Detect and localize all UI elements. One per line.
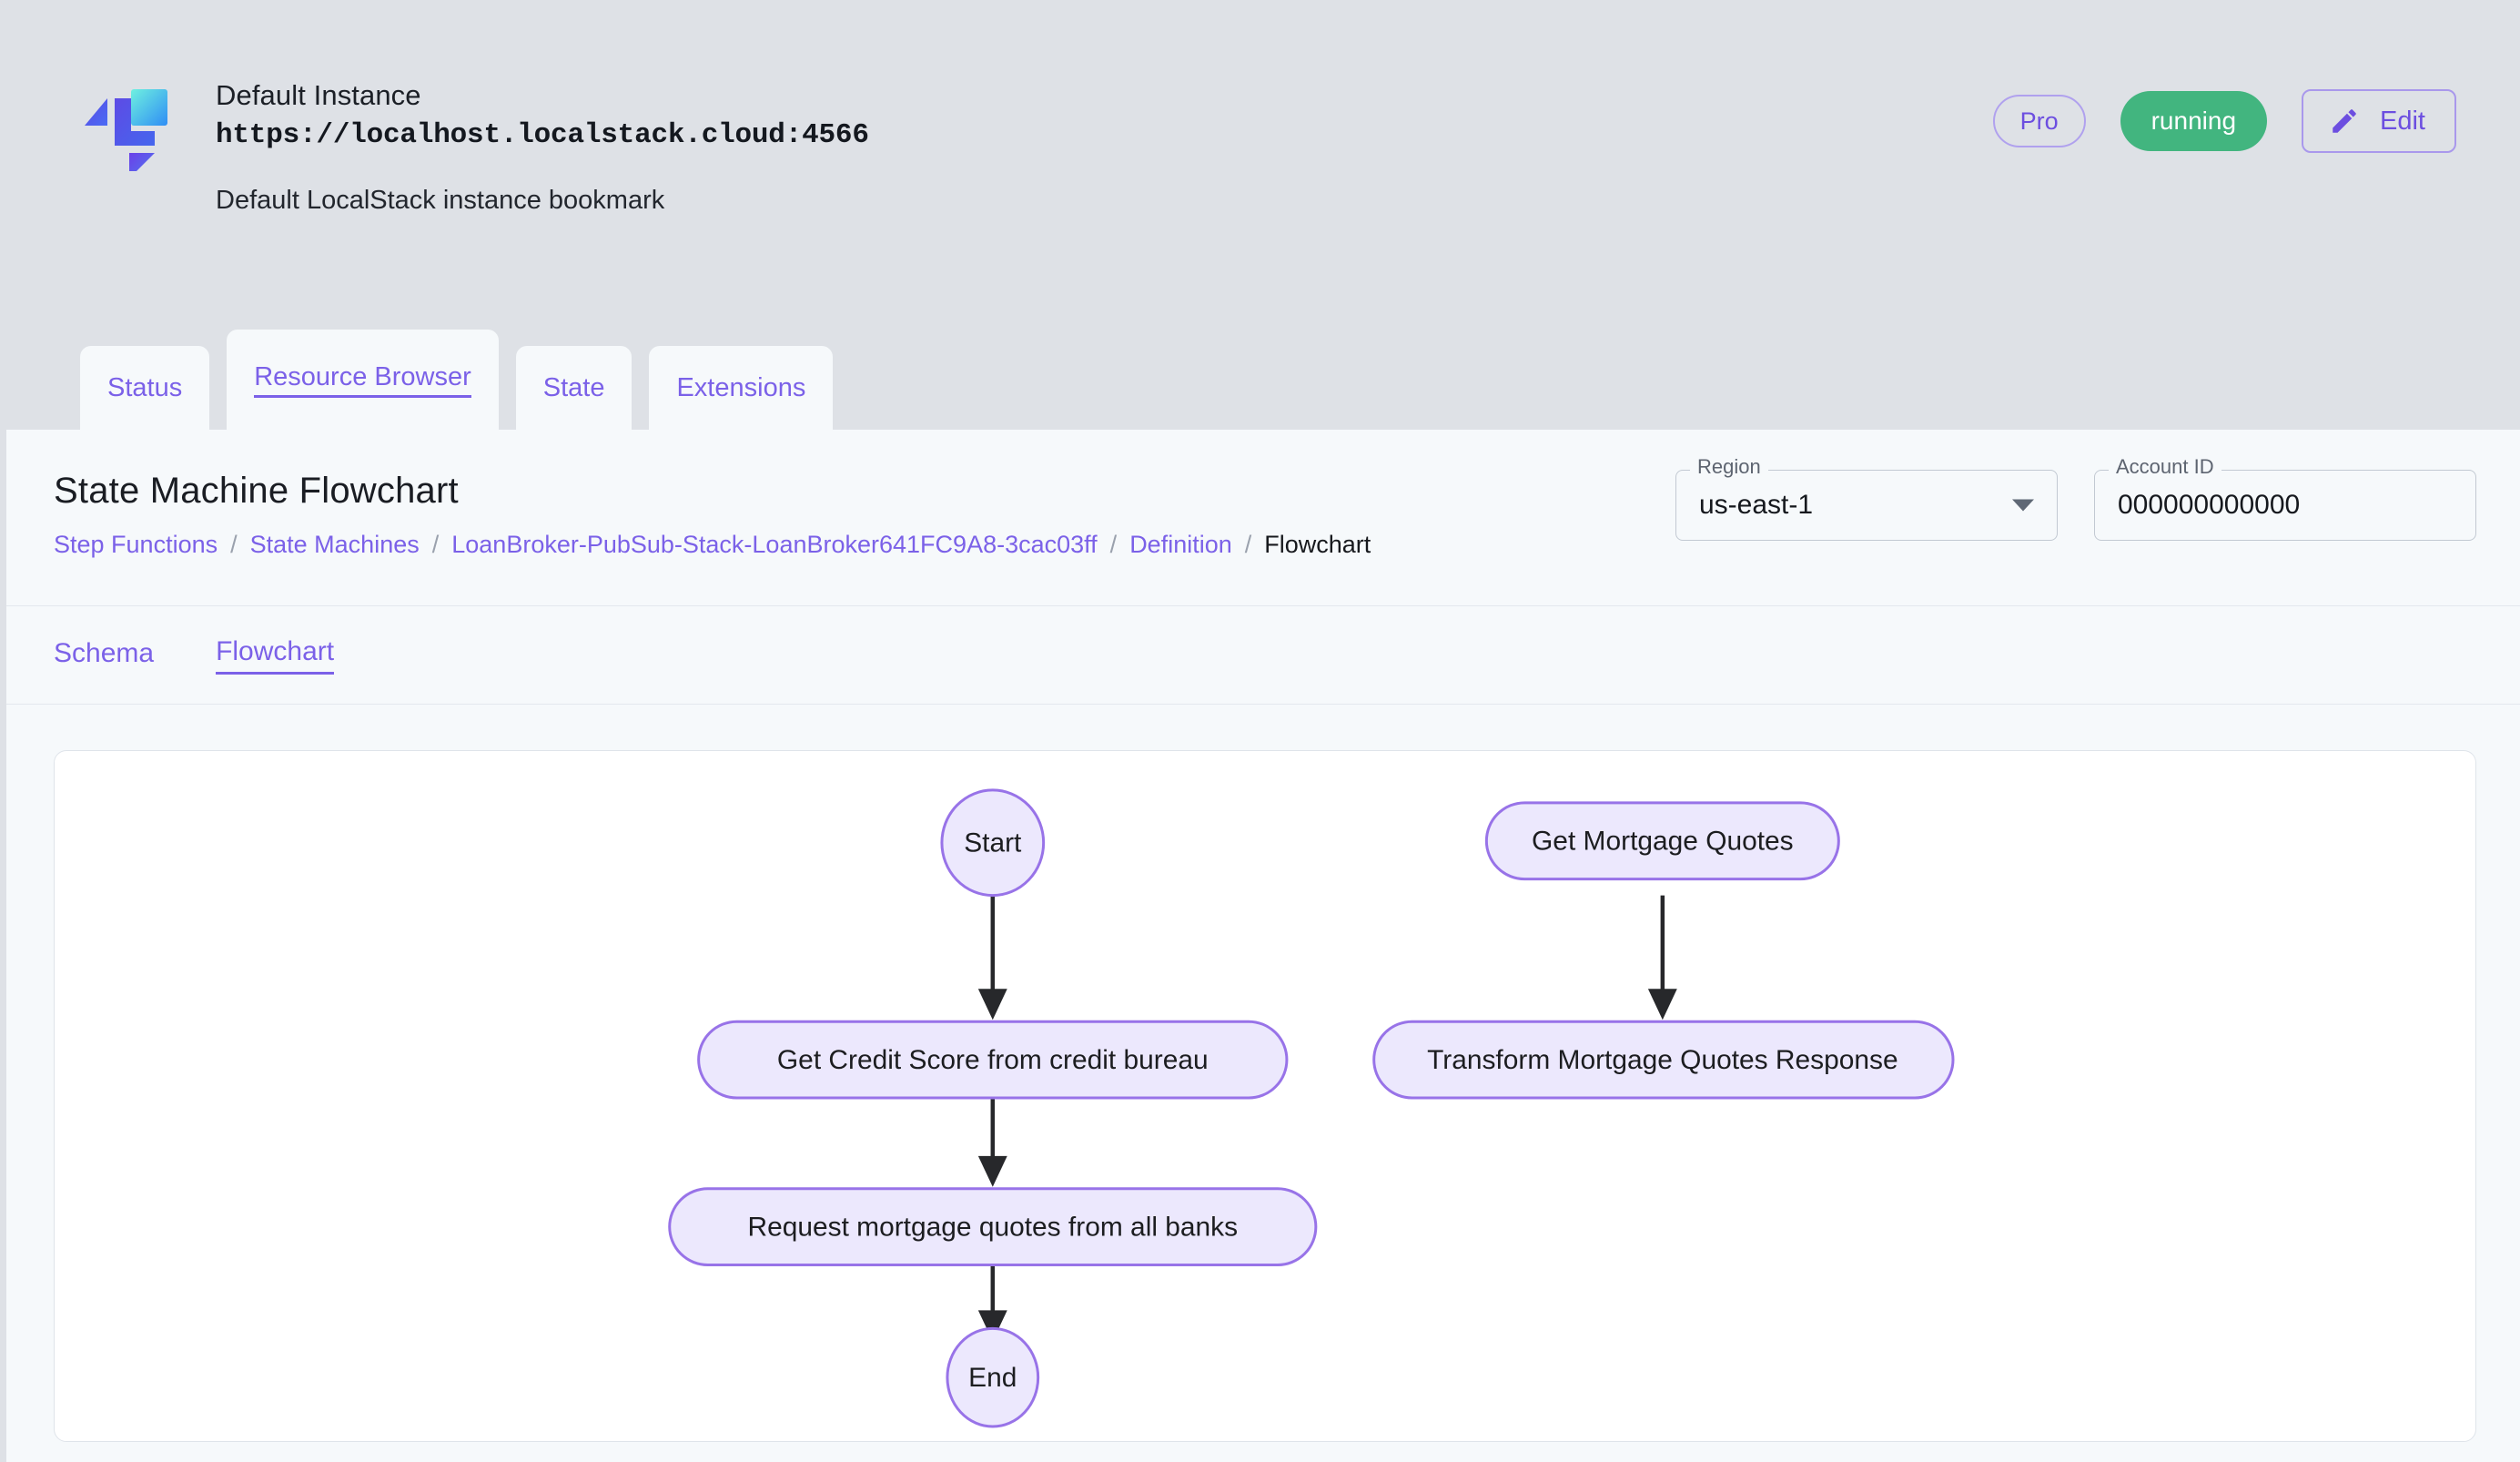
breadcrumb: Step Functions / State Machines / LoanBr…	[54, 529, 1371, 561]
instance-header: Default Instance https://localhost.local…	[0, 0, 2520, 430]
breadcrumb-item-flowchart: Flowchart	[1264, 531, 1371, 558]
subtab-flowchart[interactable]: Flowchart	[216, 635, 335, 675]
flowchart-node-request-mortgage-quotes[interactable]: Request mortgage quotes from all banks	[668, 1187, 1318, 1267]
flowchart-card-wrapper: Start Get Credit Score from credit burea…	[6, 705, 2520, 1442]
definition-subtabs: Schema Flowchart	[6, 606, 2520, 705]
region-account-selectors: Region us-east-1 Account ID 000000000000	[1675, 457, 2476, 541]
flowchart-node-end-label: End	[968, 1363, 1017, 1393]
edge-arrowhead	[977, 1310, 1007, 1342]
edit-button-label: Edit	[2380, 106, 2425, 136]
tab-state-label: State	[542, 372, 605, 402]
flowchart-node-transform-mortgage-quotes-response-label: Transform Mortgage Quotes Response	[1427, 1045, 1898, 1075]
header-actions: Pro running Edit	[1992, 71, 2456, 153]
flowchart-node-get-credit-score[interactable]: Get Credit Score from credit bureau	[697, 1020, 1289, 1100]
flowchart-card: Start Get Credit Score from credit burea…	[54, 750, 2476, 1442]
flowchart-node-request-mortgage-quotes-label: Request mortgage quotes from all banks	[747, 1213, 1238, 1243]
flowchart-node-get-credit-score-label: Get Credit Score from credit bureau	[777, 1045, 1209, 1075]
page-title: State Machine Flowchart	[54, 471, 459, 511]
breadcrumb-separator: /	[1109, 531, 1118, 558]
region-select[interactable]: Region us-east-1	[1675, 457, 2058, 541]
edge-arrowhead	[977, 1155, 1007, 1187]
flowchart-node-get-mortgage-quotes-label: Get Mortgage Quotes	[1532, 827, 1794, 857]
page-subheader: State Machine Flowchart Step Functions /…	[6, 430, 2520, 606]
content-panel: State Machine Flowchart Step Functions /…	[6, 430, 2520, 1462]
state-machine-flowchart[interactable]: Start Get Credit Score from credit burea…	[55, 751, 2475, 1441]
subtab-schema[interactable]: Schema	[54, 637, 155, 668]
breadcrumb-separator: /	[431, 531, 440, 558]
chevron-down-icon	[2012, 499, 2034, 512]
instance-name: Default Instance	[216, 79, 421, 111]
breadcrumb-separator: /	[1244, 531, 1252, 558]
flowchart-node-get-mortgage-quotes[interactable]: Get Mortgage Quotes	[1484, 801, 1840, 881]
pro-badge[interactable]: Pro	[1992, 95, 2086, 147]
breadcrumb-item-state-machines[interactable]: State Machines	[249, 531, 420, 558]
region-select-label: Region	[1690, 457, 1768, 477]
flowchart-node-start[interactable]: Start	[940, 788, 1046, 898]
account-id-field[interactable]: Account ID 000000000000	[2094, 457, 2476, 541]
flowchart-node-start-label: Start	[964, 828, 1022, 858]
pencil-icon	[2329, 106, 2360, 137]
breadcrumb-item-definition[interactable]: Definition	[1129, 531, 1232, 558]
main-tabs: Status Resource Browser State Extensions	[80, 330, 834, 430]
edge-arrowhead	[977, 989, 1007, 1020]
tab-extensions-label: Extensions	[676, 372, 806, 402]
account-id-label: Account ID	[2109, 457, 2221, 477]
tab-status[interactable]: Status	[80, 346, 210, 430]
account-id-value: 000000000000	[2118, 490, 2301, 520]
breadcrumb-separator: /	[230, 531, 238, 558]
breadcrumb-item-step-functions[interactable]: Step Functions	[54, 531, 218, 558]
breadcrumb-item-state-machine-name[interactable]: LoanBroker-PubSub-Stack-LoanBroker641FC9…	[451, 531, 1098, 558]
flowchart-node-transform-mortgage-quotes-response[interactable]: Transform Mortgage Quotes Response	[1372, 1020, 1955, 1100]
instance-brand: Default Instance https://localhost.local…	[80, 71, 869, 218]
instance-description: Default LocalStack instance bookmark	[216, 185, 665, 215]
tab-resource-browser[interactable]: Resource Browser	[227, 330, 499, 430]
tab-status-label: Status	[107, 372, 183, 402]
tab-resource-browser-label: Resource Browser	[254, 362, 471, 398]
flowchart-node-end[interactable]: End	[946, 1326, 1040, 1428]
region-select-value: us-east-1	[1699, 490, 1814, 520]
tab-state[interactable]: State	[515, 346, 633, 430]
edit-button[interactable]: Edit	[2302, 89, 2456, 153]
instance-url: https://localhost.localstack.cloud:4566	[216, 118, 869, 151]
flowchart-edges	[977, 895, 1677, 1342]
tab-extensions[interactable]: Extensions	[649, 346, 834, 430]
status-badge[interactable]: running	[2120, 91, 2268, 151]
localstack-logo-icon	[80, 76, 175, 171]
edge-arrowhead	[1647, 989, 1677, 1020]
